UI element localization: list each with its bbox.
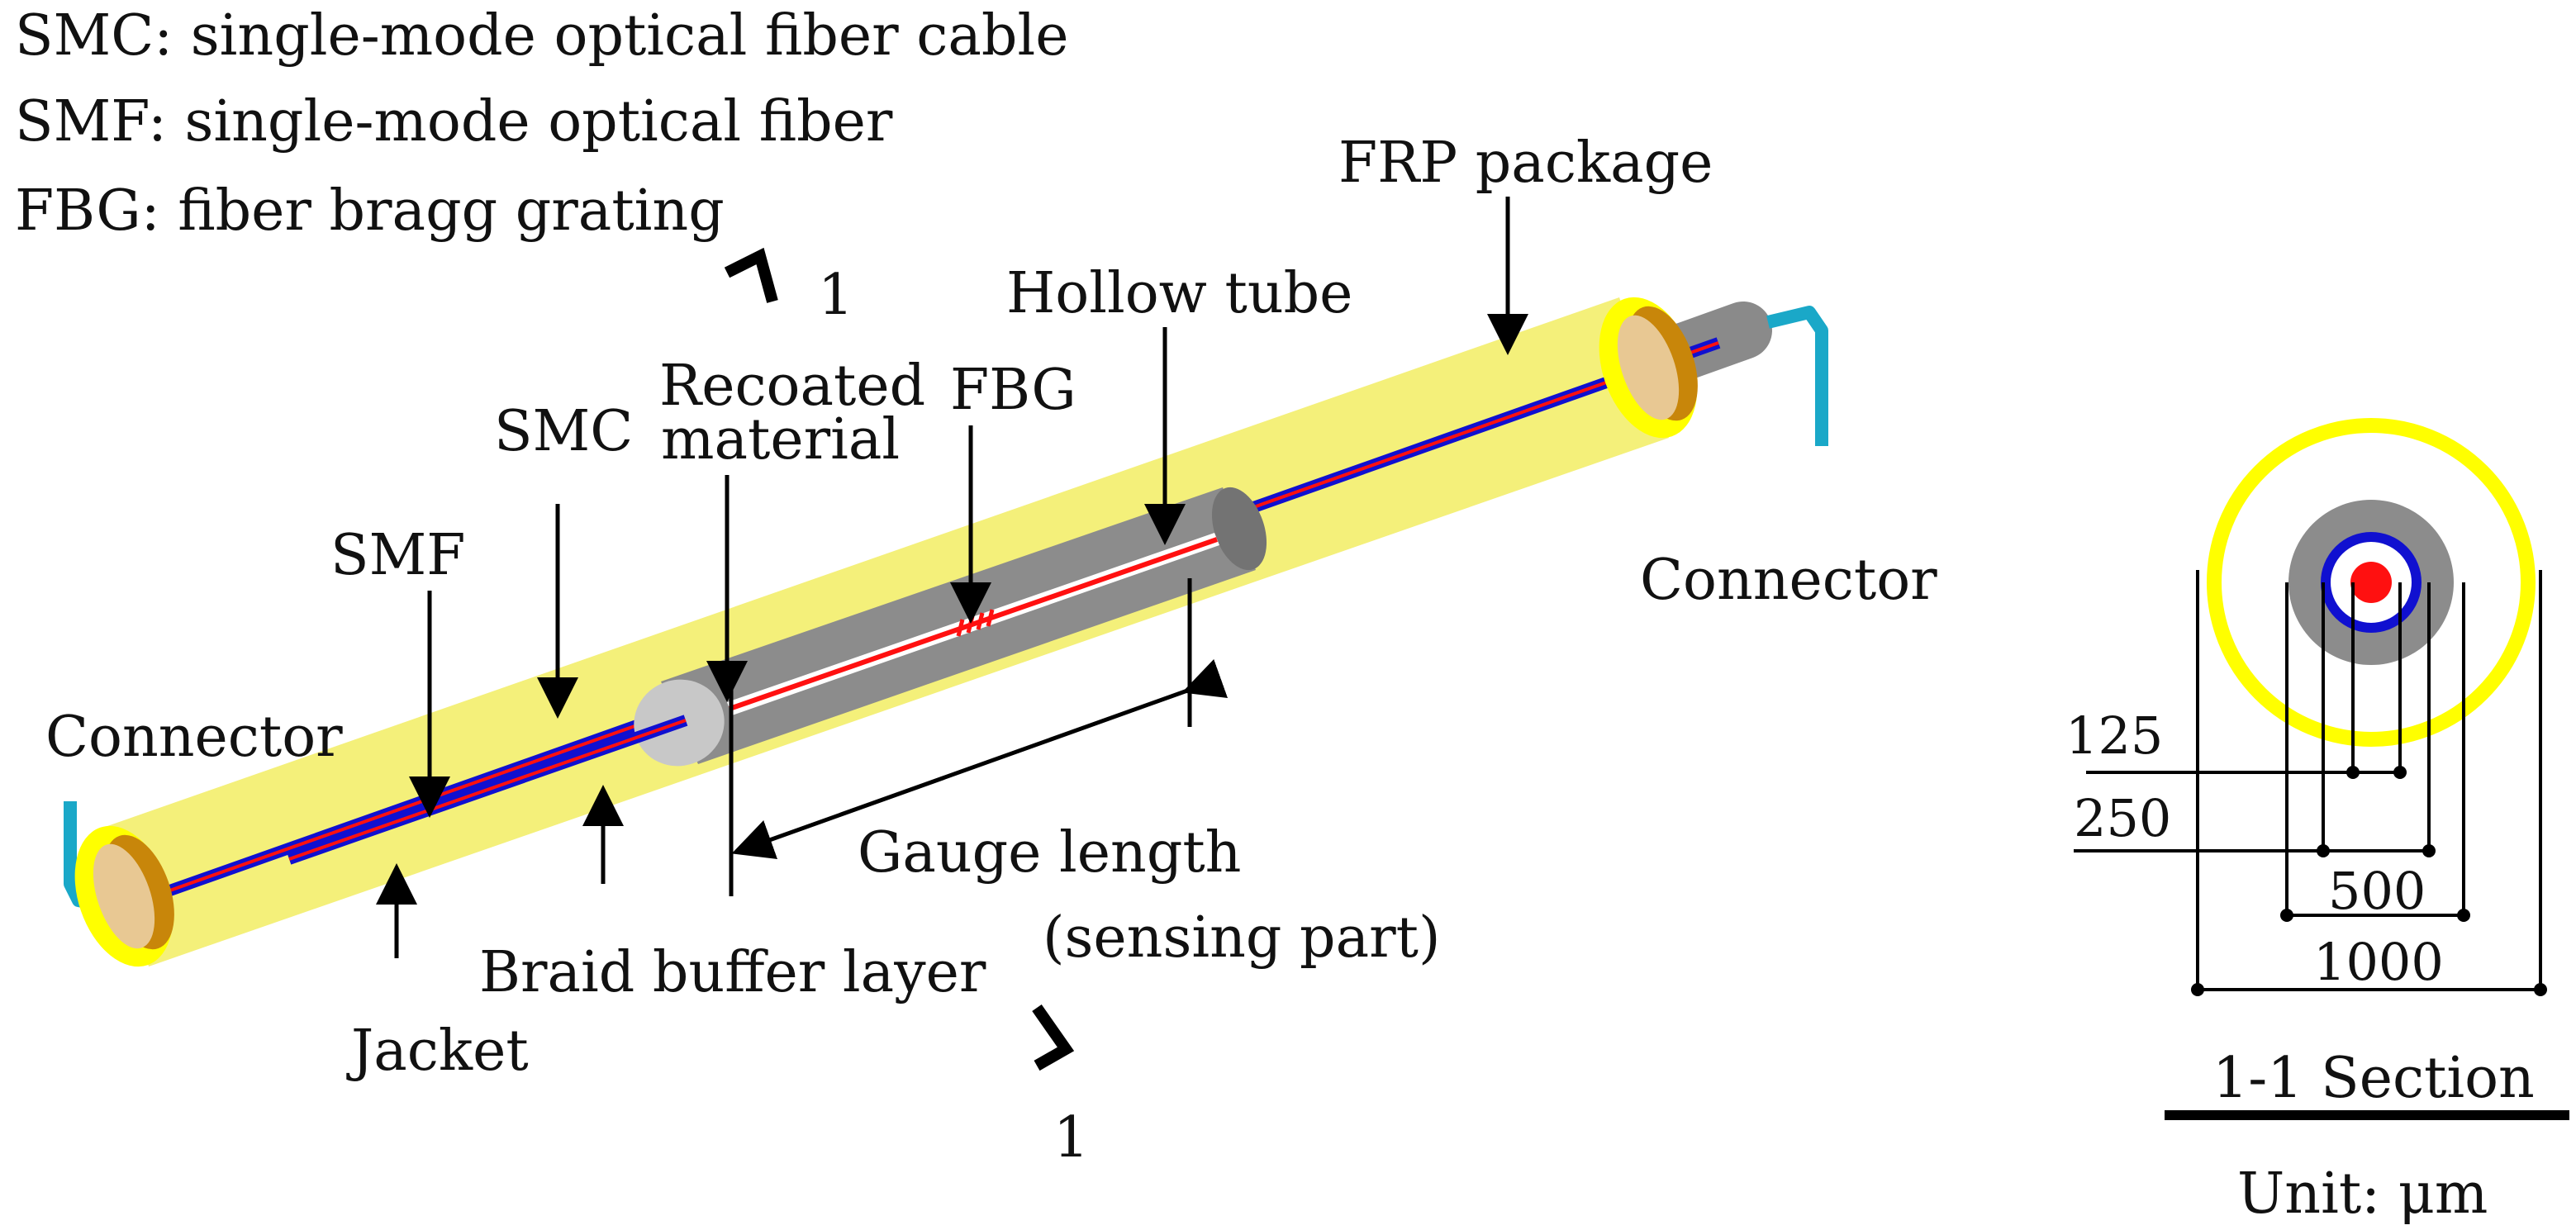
label-braid: Braid buffer layer bbox=[479, 940, 986, 1005]
annotations: FRP package Hollow tube Recoated materia… bbox=[45, 131, 1937, 1084]
dim-500: 500 bbox=[2328, 861, 2426, 921]
end-cap-left bbox=[74, 825, 174, 967]
dim-250: 250 bbox=[2074, 788, 2171, 848]
label-smc: SMC bbox=[494, 399, 633, 464]
legend: SMC: single-mode optical fiber cable SMF… bbox=[15, 3, 1068, 244]
label-hollow-tube: Hollow tube bbox=[1006, 261, 1352, 326]
legend-smf: SMF: single-mode optical fiber bbox=[15, 89, 893, 154]
label-recoated-2: material bbox=[661, 407, 900, 473]
label-connector-left: Connector bbox=[45, 705, 343, 770]
dim-1000: 1000 bbox=[2313, 932, 2444, 992]
label-recoated-1: Recoated bbox=[659, 354, 925, 419]
connector-right bbox=[1656, 302, 1828, 446]
section-unit: Unit: μm bbox=[2237, 1161, 2488, 1227]
cut-marker-top-label: 1 bbox=[818, 263, 853, 328]
label-gauge-length: Gauge length bbox=[858, 820, 1241, 886]
cross-section: 125 250 500 1000 1-1 Section Unit: μm bbox=[2065, 418, 2569, 1227]
end-cap-right bbox=[1599, 297, 1698, 439]
label-smf: SMF bbox=[330, 523, 465, 588]
section-cut-markers: 1 1 bbox=[724, 247, 1089, 1171]
label-jacket: Jacket bbox=[346, 1019, 529, 1084]
section-title: 1-1 Section bbox=[2212, 1046, 2535, 1111]
label-connector-right: Connector bbox=[1640, 548, 1937, 613]
gauge-length-dimension: Gauge length (sensing part) bbox=[729, 578, 1440, 971]
dim-125: 125 bbox=[2065, 705, 2163, 766]
legend-smc: SMC: single-mode optical fiber cable bbox=[15, 3, 1068, 69]
label-frp-package: FRP package bbox=[1338, 131, 1713, 196]
cut-marker-bottom-label: 1 bbox=[1053, 1105, 1089, 1171]
label-fbg: FBG bbox=[950, 358, 1077, 423]
label-sensing-part: (sensing part) bbox=[1043, 905, 1440, 971]
fiber-left-segment bbox=[287, 715, 688, 865]
legend-fbg: FBG: fiber bragg grating bbox=[15, 178, 725, 244]
